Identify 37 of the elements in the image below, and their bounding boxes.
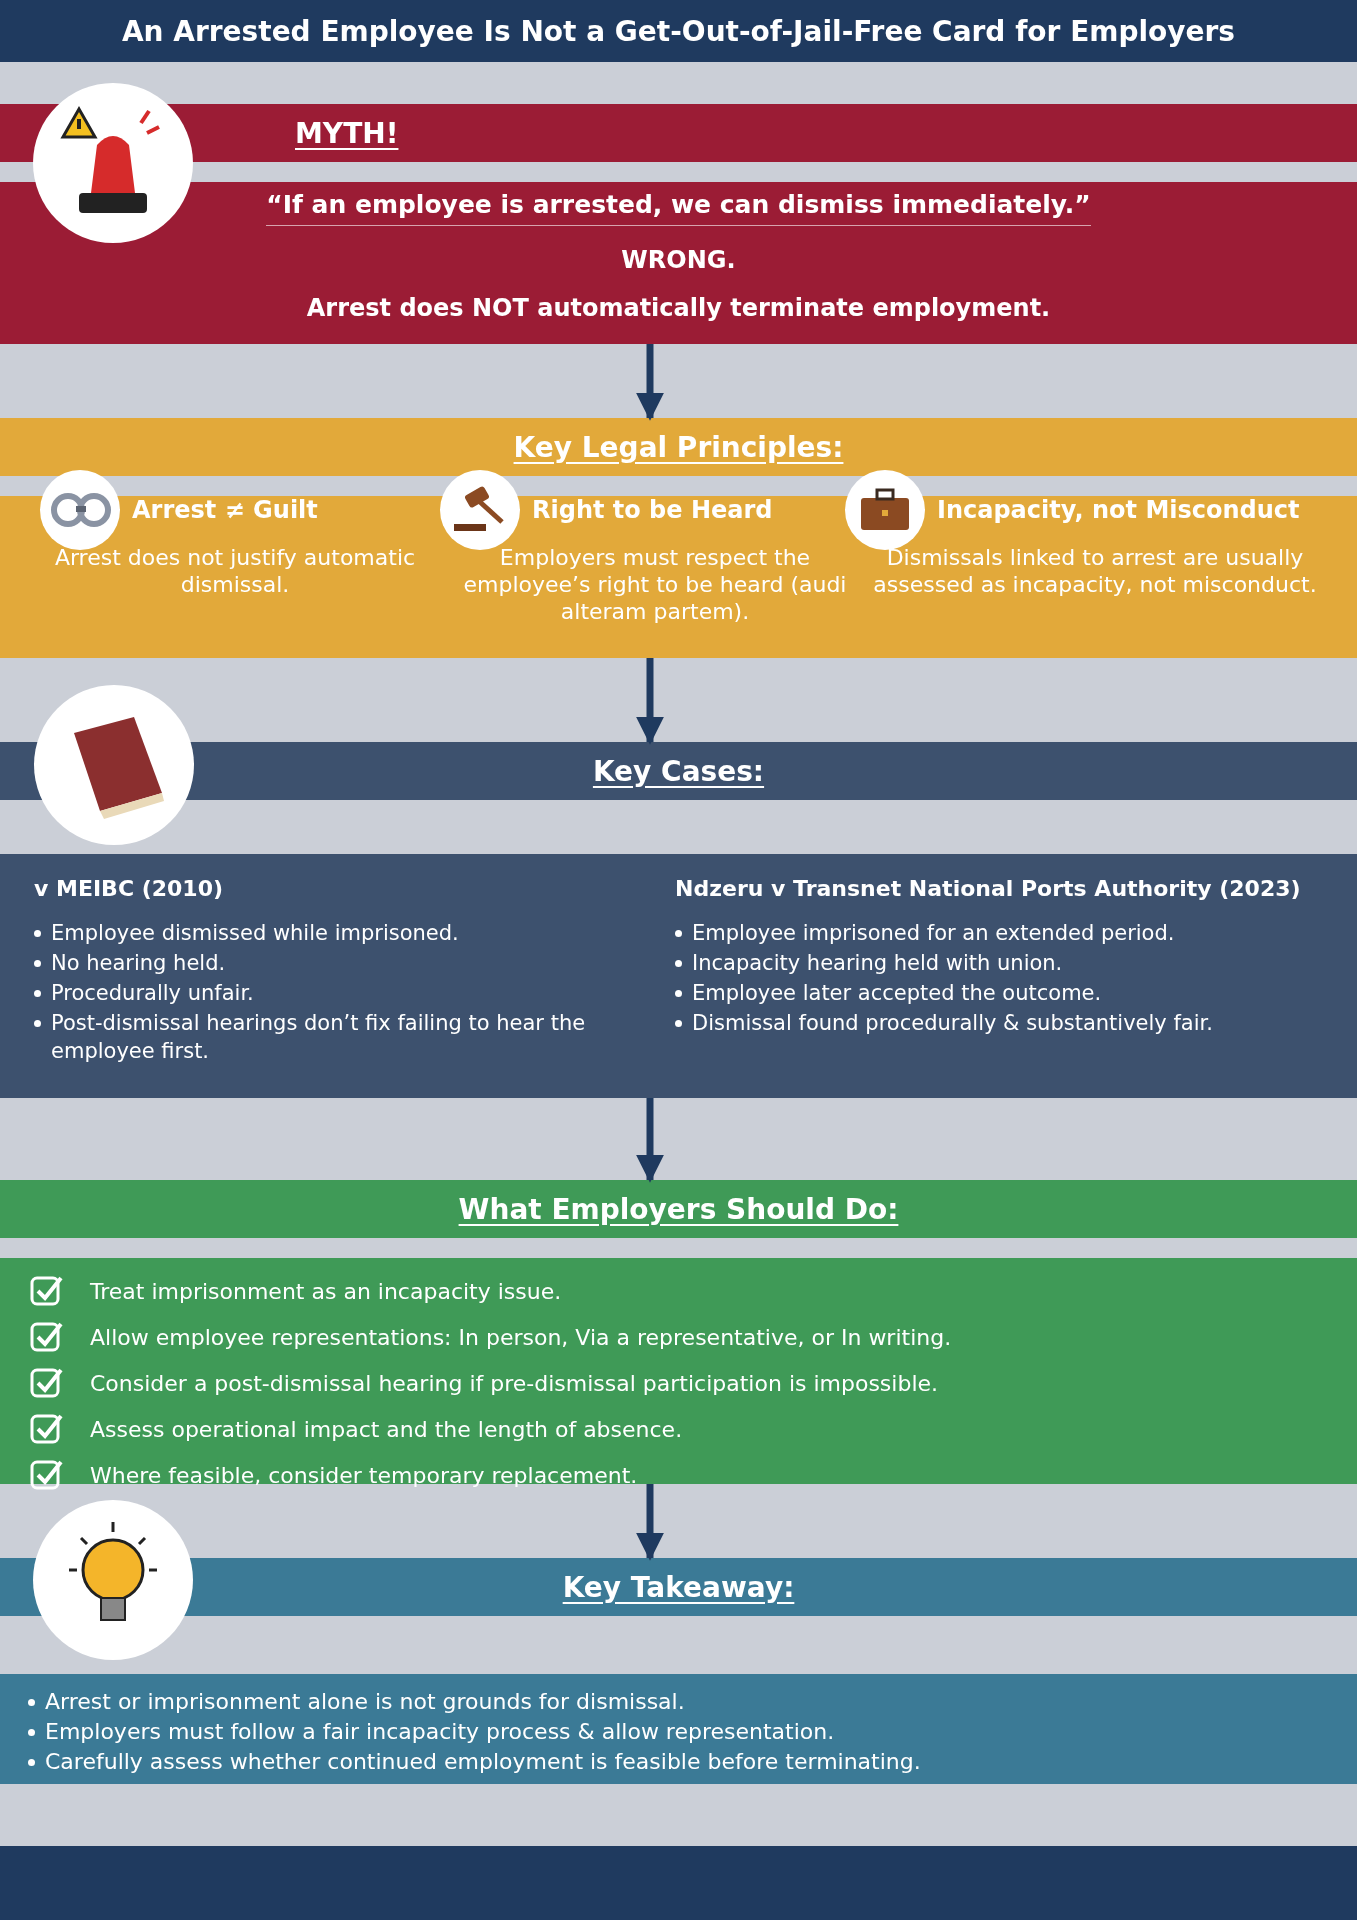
list-item: Post-dismissal hearings don’t fix failing to hear the employee first.: [51, 1010, 587, 1065]
flow-arrow: [636, 658, 664, 745]
list-item: Employee dismissed while imprisoned.: [51, 920, 459, 947]
flow-arrow: [636, 1098, 664, 1183]
list-item: No hearing held.: [51, 950, 226, 977]
page-title: An Arrested Employee Is Not a Get-Out-of-Jail-Free Card for Employers: [121, 14, 1236, 48]
list-item: Employers must follow a fair incapacity process & allow representation.: [45, 1718, 835, 1746]
quote-text: “If an employee is arrested, we can dismiss immediately.”: [266, 190, 1091, 226]
statement-text: Arrest does NOT automatically terminate employment.: [306, 294, 1051, 322]
list-item: Dismissal found procedurally & substantively fair.: [692, 1010, 1213, 1037]
section-heading: Key Cases:: [592, 754, 765, 788]
checklist-item: Allow employee representations: In person, Via a representative, or In writing.: [90, 1324, 952, 1350]
flow-arrow: [636, 1484, 664, 1561]
list-item: Incapacity hearing held with union.: [692, 950, 1063, 977]
principle-heading: Right to be Heard: [532, 496, 774, 526]
section-heading: MYTH!: [295, 116, 399, 150]
section-heading: Key Legal Principles:: [513, 430, 844, 464]
flow-arrow: [636, 344, 664, 421]
list-item: Procedurally unfair.: [51, 980, 254, 1007]
principle-text: Arrest does not justify automatic dismissal.: [53, 544, 417, 598]
checklist-item: Treat imprisonment as an incapacity issue.: [90, 1278, 562, 1304]
list-item: Employee later accepted the outcome.: [692, 980, 1102, 1007]
checklist-item: Where feasible, consider temporary replacement.: [90, 1462, 638, 1488]
list-item: Arrest or imprisonment alone is not grounds for dismissal.: [45, 1688, 685, 1716]
case-title: Ndzeru v Transnet National Ports Authority (2023): [675, 876, 1302, 901]
checklist-item: Assess operational impact and the length of absence.: [90, 1416, 683, 1442]
list-item: Employee imprisoned for an extended period.: [692, 920, 1175, 947]
principle-text: Employers must respect the employee’s right to be heard (audi alteram partem).: [462, 544, 848, 625]
principle-text: Dismissals linked to arrest are usually assessed as incapacity, not misconduct.: [872, 544, 1318, 598]
principle-heading: Incapacity, not Misconduct: [937, 496, 1301, 526]
section-heading: Key Takeaway:: [562, 1570, 795, 1604]
case-title: v MEIBC (2010): [34, 876, 225, 901]
principle-heading: Arrest ≠ Guilt: [132, 496, 319, 526]
statement-text: WRONG.: [621, 246, 736, 274]
section-heading: What Employers Should Do:: [458, 1192, 899, 1226]
list-item: Carefully assess whether continued employment is feasible before terminating.: [45, 1748, 921, 1776]
checklist-item: Consider a post-dismissal hearing if pre-dismissal participation is impossible.: [90, 1370, 939, 1396]
